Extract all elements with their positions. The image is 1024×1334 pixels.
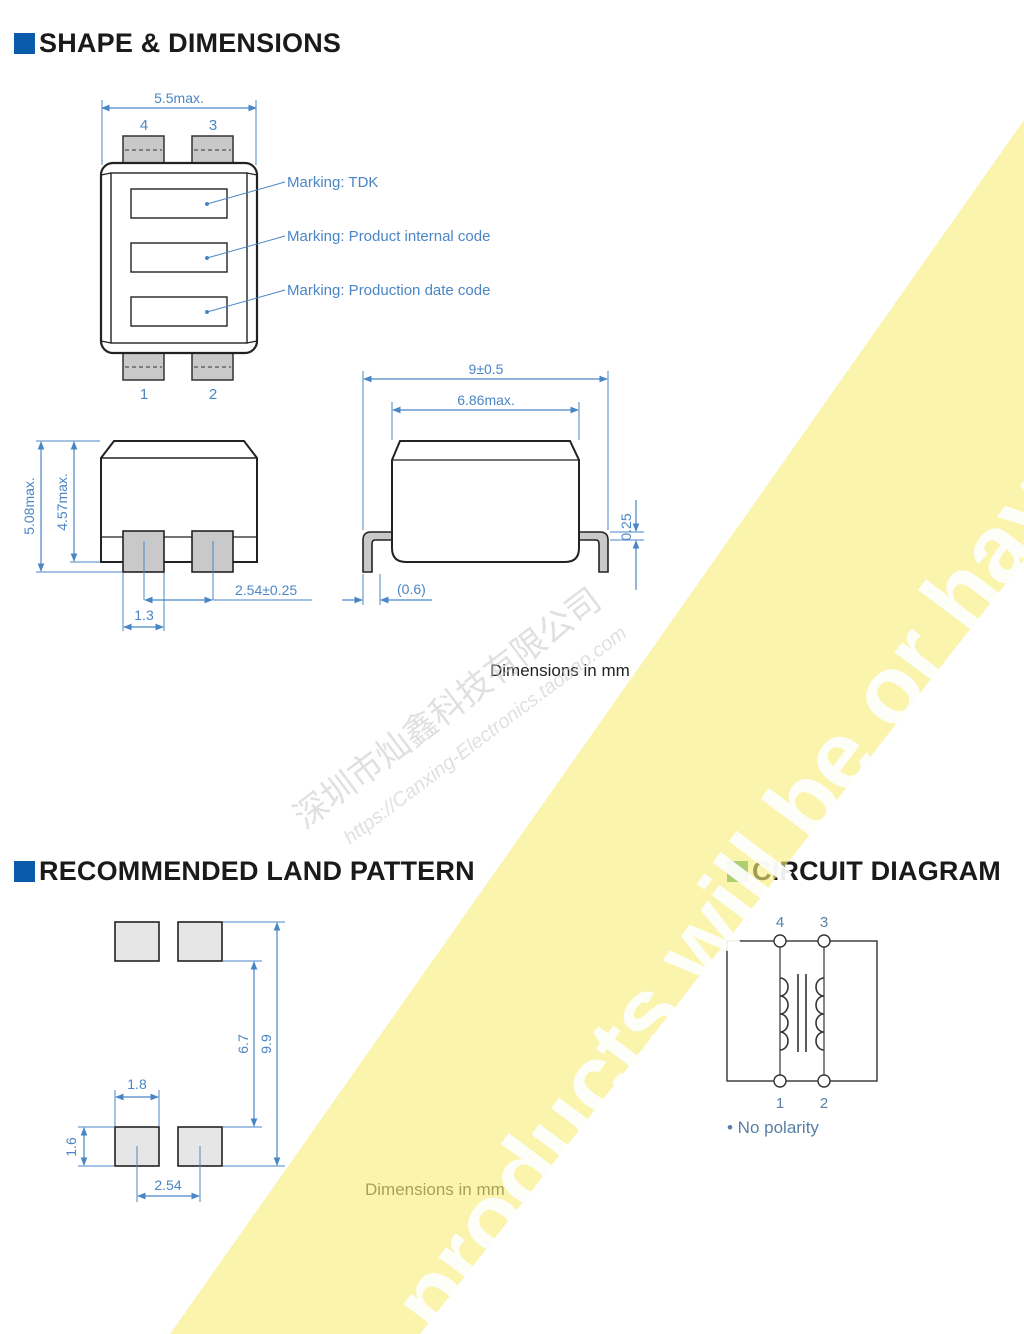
land-pad bbox=[114, 921, 160, 962]
top-view: 5.5max. 4 3 Marking: TDK Marking: Produ bbox=[99, 90, 490, 403]
side-view: 9±0.5 6.86max. 0.25 (0.6) bbox=[342, 361, 644, 605]
terminal-icon bbox=[817, 934, 831, 948]
shape-dimensions-heading: SHAPE & DIMENSIONS bbox=[14, 28, 341, 59]
pin-number: 3 bbox=[209, 117, 217, 134]
gullwing-lead bbox=[362, 531, 393, 573]
package-body-side bbox=[391, 440, 580, 563]
marking-label: Marking: Production date code bbox=[287, 282, 490, 299]
front-view: 5.08max. 4.57max. 2.54±0.25 1.3 bbox=[21, 440, 312, 631]
terminal-icon bbox=[817, 1074, 831, 1088]
shape-dimensions-title: SHAPE & DIMENSIONS bbox=[39, 28, 342, 58]
pad-width-label: 1.3 bbox=[134, 607, 154, 623]
coil-icon bbox=[779, 977, 789, 1051]
circuit-diagram-drawing: 4 3 1 2 bbox=[726, 914, 878, 1112]
circuit-pin-number: 3 bbox=[820, 914, 828, 931]
front-height-body-label: 4.57max. bbox=[54, 473, 70, 531]
circuit-pin-number: 4 bbox=[776, 914, 784, 931]
marking-label: Marking: Product internal code bbox=[287, 228, 490, 245]
lead-length-label: (0.6) bbox=[397, 581, 426, 597]
land-units-caption: Dimensions in mm bbox=[365, 1180, 505, 1199]
shape-units-caption: Dimensions in mm bbox=[490, 661, 630, 680]
land-pitch-label: 2.54 bbox=[154, 1177, 181, 1193]
pin-pad bbox=[191, 349, 234, 381]
land-pad-width-label: 1.8 bbox=[127, 1076, 147, 1092]
side-total-width-label: 9±0.5 bbox=[469, 361, 504, 377]
pin-pad bbox=[122, 135, 165, 167]
heading-square-icon bbox=[14, 33, 35, 54]
land-pattern-drawing: 9.9 6.7 1.8 1.6 2.54 bbox=[63, 921, 285, 1202]
pin-pad bbox=[122, 349, 165, 381]
pin-number: 1 bbox=[140, 386, 148, 403]
marking-label: Marking: TDK bbox=[287, 174, 378, 191]
side-body-width-label: 6.86max. bbox=[457, 392, 515, 408]
marking-box bbox=[130, 296, 228, 327]
pitch-label: 2.54±0.25 bbox=[235, 582, 297, 598]
heading-square-icon bbox=[14, 861, 35, 882]
top-width-label: 5.5max. bbox=[154, 90, 204, 106]
gullwing-lead bbox=[578, 531, 609, 573]
no-polarity-note: • No polarity bbox=[727, 1118, 819, 1137]
terminal-icon bbox=[773, 1074, 787, 1088]
coil-icon bbox=[815, 977, 825, 1051]
pin-number: 2 bbox=[209, 386, 217, 403]
terminal-icon bbox=[773, 934, 787, 948]
inner-span-label: 6.7 bbox=[235, 1034, 251, 1054]
circuit-pin-number: 2 bbox=[820, 1095, 828, 1112]
marking-box bbox=[130, 188, 228, 219]
land-pad bbox=[177, 921, 223, 962]
outer-span-label: 9.9 bbox=[258, 1034, 274, 1054]
marking-box bbox=[130, 242, 228, 273]
pin-pad bbox=[191, 135, 234, 167]
pin-number: 4 bbox=[140, 117, 148, 134]
front-height-total-label: 5.08max. bbox=[21, 477, 37, 535]
land-pad-height-label: 1.6 bbox=[63, 1137, 79, 1157]
lead-thickness-label: 0.25 bbox=[618, 513, 634, 540]
circuit-pin-number: 1 bbox=[776, 1095, 784, 1112]
